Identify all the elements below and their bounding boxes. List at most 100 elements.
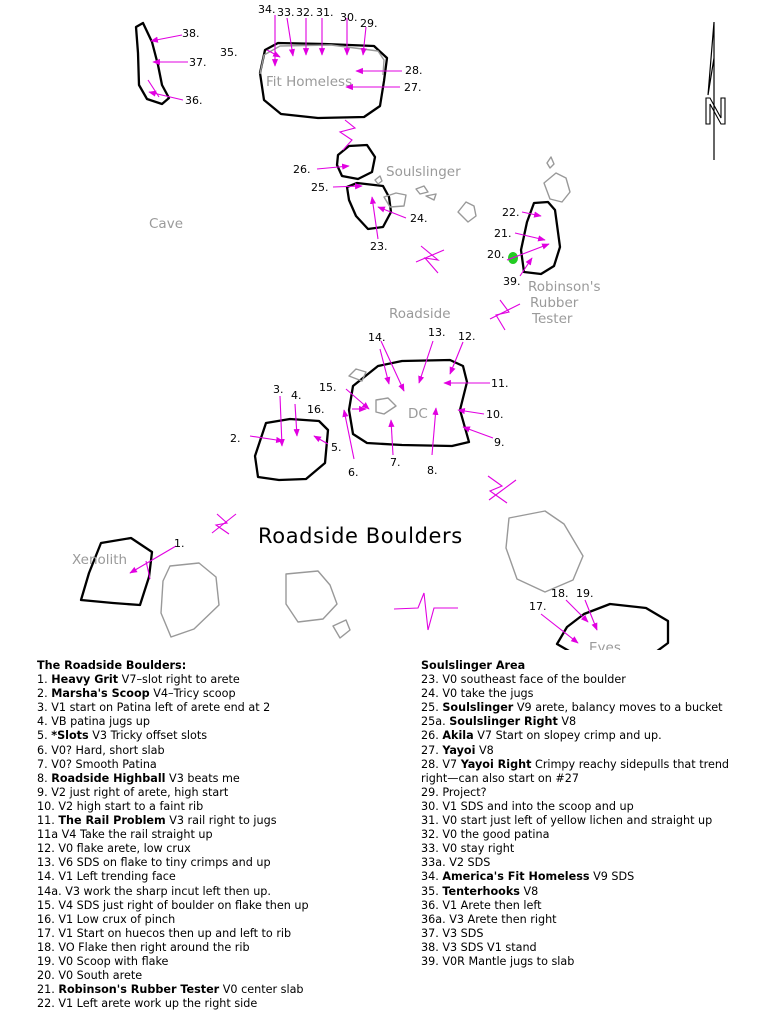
route-number: 11. [37, 814, 55, 828]
problem-description: V1 Low crux of pinch [58, 912, 176, 926]
grey-boulder [505, 510, 584, 593]
route-number: 33. [421, 842, 439, 856]
route-number: 9. [37, 785, 48, 799]
route-number: 27. [421, 743, 439, 757]
legend-roadside-boulders: The Roadside Boulders: 1. Heavy Grit V7–… [37, 659, 407, 1011]
problem-description: V1 SDS and into the scoop and up [442, 799, 634, 813]
route-number: 2. [230, 432, 241, 445]
problem-description: V0 the good patina [442, 828, 550, 842]
legend-entry: 7. V0? Smooth Patina [37, 758, 407, 772]
legend-entry: 29. Project? [421, 786, 757, 800]
route-number: 11. [491, 377, 509, 390]
problem-description: V1 start on Patina left of arete end at … [51, 701, 271, 715]
route-number: 32. [421, 828, 439, 842]
problem-description: V3 Arete then right [449, 912, 557, 926]
legend-entry: 13. V6 SDS on flake to tiny crimps and u… [37, 856, 407, 870]
route-number: 37. [189, 56, 207, 69]
problem-description: V1 Arete then left [442, 898, 542, 912]
small-rock [383, 192, 407, 208]
problem-name: Heavy Grit [51, 673, 119, 687]
route-number: 2. [37, 687, 48, 701]
problem-description: VO Flake then right around the rib [58, 940, 250, 954]
route-number: 9. [494, 436, 505, 449]
small-rock [374, 175, 383, 185]
route-number: 22. [502, 206, 520, 219]
route-number: 10. [37, 799, 55, 813]
legend-entry: 6. V0? Hard, short slab [37, 744, 407, 758]
route-number: 38. [182, 27, 200, 40]
route-number: 28. [405, 64, 423, 77]
route-number: 16. [37, 912, 55, 926]
problem-description: V7 Start on slopey crimp and up. [473, 729, 662, 743]
problem-description: V9 SDS [589, 870, 635, 884]
problem-description: V8 [475, 743, 494, 757]
problem-description: V0 South arete [58, 969, 143, 983]
problem-description: V0R Mantle jugs to slab [442, 954, 575, 968]
route-number: 17. [37, 926, 55, 940]
problem-description: V4 Take the rail straight up [61, 828, 213, 842]
problem-description: V0 take the jugs [442, 687, 534, 701]
route-number: 5. [331, 441, 342, 454]
legend-entry: 30. V1 SDS and into the scoop and up [421, 800, 757, 814]
route-number: 23. [421, 673, 439, 687]
legend-heading: The Roadside Boulders: [37, 659, 187, 672]
route-number: 20. [487, 248, 505, 261]
route-number: 38. [421, 940, 439, 954]
area-label-eyes: Eyes [589, 640, 621, 650]
legend-entry: 14. V1 Left trending face [37, 870, 407, 884]
akila-boulder [335, 143, 377, 181]
route-arrows [129, 15, 598, 644]
tall-boulder-36-38 [134, 21, 171, 106]
route-number: 14. [37, 870, 55, 884]
route-number: 30. [421, 799, 439, 813]
problem-name: Roadside Highball [51, 771, 166, 785]
eyes-boulder [555, 602, 670, 650]
route-number: 29. [421, 785, 439, 799]
problem-name: Soulslinger Right [449, 715, 558, 729]
route-number: 3. [37, 701, 48, 715]
legend-entry: 10. V2 high start to a faint rib [37, 800, 407, 814]
route-number: 25. [421, 701, 439, 715]
route-number: 19. [576, 587, 594, 600]
route-number: 10. [486, 408, 504, 421]
problem-description: VB patina jugs up [51, 715, 150, 729]
legend-entry: 4. VB patina jugs up [37, 715, 407, 729]
legend-entry: 31. V0 start just left of yellow lichen … [421, 814, 757, 828]
legend-entry: 24. V0 take the jugs [421, 687, 757, 701]
legend-entry: 5. *Slots V3 Tricky offset slots [37, 729, 407, 743]
map-title: Roadside Boulders [258, 524, 463, 548]
route-number: 31. [421, 814, 439, 828]
fit-homeless-boulder [258, 41, 389, 120]
small-rock [415, 185, 429, 195]
problem-name: Akila [442, 729, 474, 743]
route-number: 4. [37, 715, 48, 729]
dc-inner-outline [348, 368, 397, 415]
problem-description: V0 center slab [219, 983, 304, 997]
route-number: 21. [37, 983, 55, 997]
route-number: 23. [370, 240, 388, 253]
problem-name: Marsha's Scoop [51, 687, 150, 701]
problem-description: V3 beats me [165, 771, 240, 785]
area-label-robinsons-2: Rubber [530, 295, 579, 311]
route-number: 12. [37, 842, 55, 856]
trail-markers [211, 119, 521, 631]
problem-description: Crimpy reachy sidepulls that trend right… [421, 757, 730, 785]
route-number: 30. [340, 11, 358, 24]
route-number: 36a. [421, 912, 446, 926]
boulder-map: N Fit Homeless Soulslinger Cave Robinson… [72, 3, 726, 650]
legend-entry: 9. V2 just right of arete, high start [37, 786, 407, 800]
problem-description: V0 southeast face of the boulder [442, 673, 626, 687]
problem-description: V0? Smooth Patina [51, 757, 157, 771]
legend-entry: 3. V1 start on Patina left of arete end … [37, 701, 407, 715]
route-number: 33a. [421, 856, 446, 870]
route-number: 12. [458, 330, 476, 343]
problem-description: V0 flake arete, low crux [58, 842, 191, 856]
route-number: 25. [311, 181, 329, 194]
route-number: 35. [421, 884, 439, 898]
problem-description: V4 SDS just right of boulder on flake th… [58, 898, 309, 912]
fit-homeless-inner-outline [259, 44, 385, 76]
legend-entry: 8. Roadside Highball V3 beats me [37, 772, 407, 786]
north-arrow-icon [705, 21, 726, 160]
area-label-soulslinger: Soulslinger [386, 164, 461, 180]
